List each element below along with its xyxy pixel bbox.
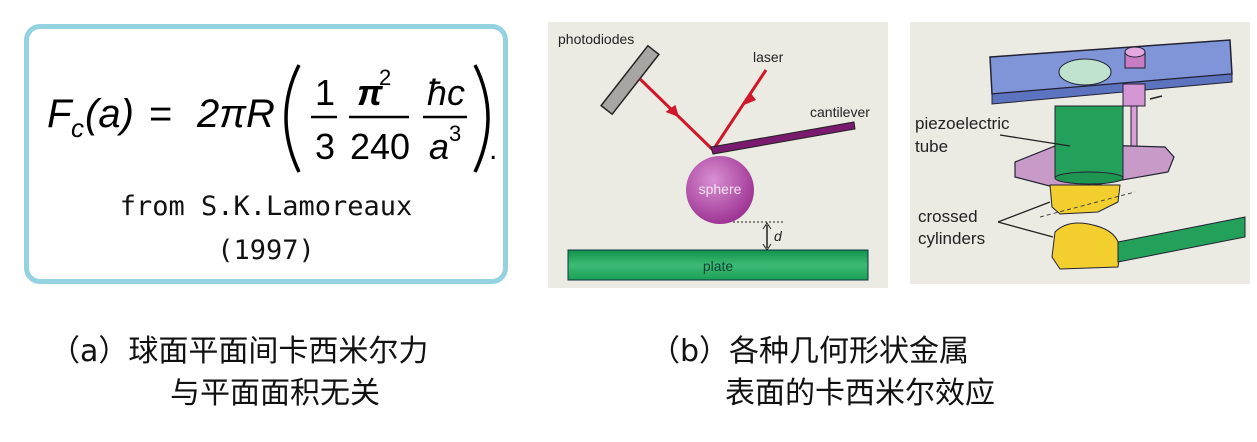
label-piezo-line1: piezoelectric [915, 114, 1010, 133]
source-line-1: from S.K.Lamoreaux [119, 191, 413, 222]
screw-sleeve [1122, 83, 1146, 107]
screw-pointer-arrow [1149, 95, 1163, 100]
caption-a-line1: （a）球面平面间卡西米尔力 [50, 334, 429, 369]
frac2-sup: 2 [379, 65, 391, 90]
frac3-num: ħc [427, 72, 465, 113]
lower-cylinder [1051, 222, 1121, 270]
formula-box: F c (a) = 2πR 1 3 π 2 240 ħc a 3 . from … [24, 24, 508, 284]
plate [567, 249, 869, 281]
label-photodiodes: photodiodes [558, 31, 634, 47]
frac1-den: 3 [315, 126, 335, 167]
label-laser: laser [753, 49, 784, 65]
formula-subscript: c [71, 113, 84, 143]
tube-bottom [1054, 171, 1124, 185]
label-d: d [774, 228, 783, 244]
casimir-force-formula: F c (a) = 2πR 1 3 π 2 240 ħc a 3 . [47, 64, 497, 173]
plate-hole [1058, 58, 1112, 86]
caption-b-line2: 表面的卡西米尔效应 [725, 376, 995, 411]
upper-cylinder [1049, 184, 1121, 215]
laser-arrow-in [744, 92, 756, 105]
frac2-num: π [357, 72, 383, 113]
frac2-den: 240 [350, 126, 410, 167]
photodiodes-detector [600, 44, 660, 116]
sphere [686, 156, 754, 224]
label-crossed-line1: crossed [918, 207, 978, 226]
piezoelectric-tube [1054, 105, 1124, 179]
caption-b-line1: （b）各种几何形状金属 [650, 334, 970, 369]
label-sphere: sphere [699, 181, 742, 197]
crossed-cylinders-diagram: piezoelectric tube crossed cylinders [910, 22, 1250, 284]
laser-incoming-beam [711, 69, 768, 151]
left-paren [284, 64, 301, 173]
laser-arrow-out [665, 104, 679, 117]
cylinders-pointers [997, 201, 1054, 238]
source-line-2: (1997) [217, 235, 315, 266]
frac3-den: a [429, 126, 449, 167]
screw-top [1124, 46, 1146, 58]
formula-arg: (a) [85, 92, 134, 136]
sphere-plate-diagram: photodiodes laser cantilever sphere d pl… [548, 22, 888, 288]
lower-cylinder-arm [1117, 216, 1246, 263]
formula-lhs: F [47, 92, 74, 136]
label-piezo-line2: tube [915, 137, 948, 156]
formula-prefix: 2πR [196, 92, 275, 136]
top-plate-edge [991, 73, 1233, 105]
formula-period: . [489, 133, 497, 166]
frac1-num: 1 [315, 72, 335, 113]
label-crossed-line2: cylinders [918, 229, 985, 248]
label-cantilever: cantilever [810, 104, 870, 120]
formula-equals: = [149, 92, 172, 136]
upper-cylinder-axis [1039, 191, 1136, 218]
right-paren [473, 64, 490, 173]
frac3-sup: 3 [449, 121, 461, 146]
label-plate: plate [703, 258, 734, 274]
piezo-pointer [999, 134, 1071, 147]
caption-a-line2: 与平面面积无关 [170, 376, 380, 411]
cantilever [710, 121, 856, 155]
